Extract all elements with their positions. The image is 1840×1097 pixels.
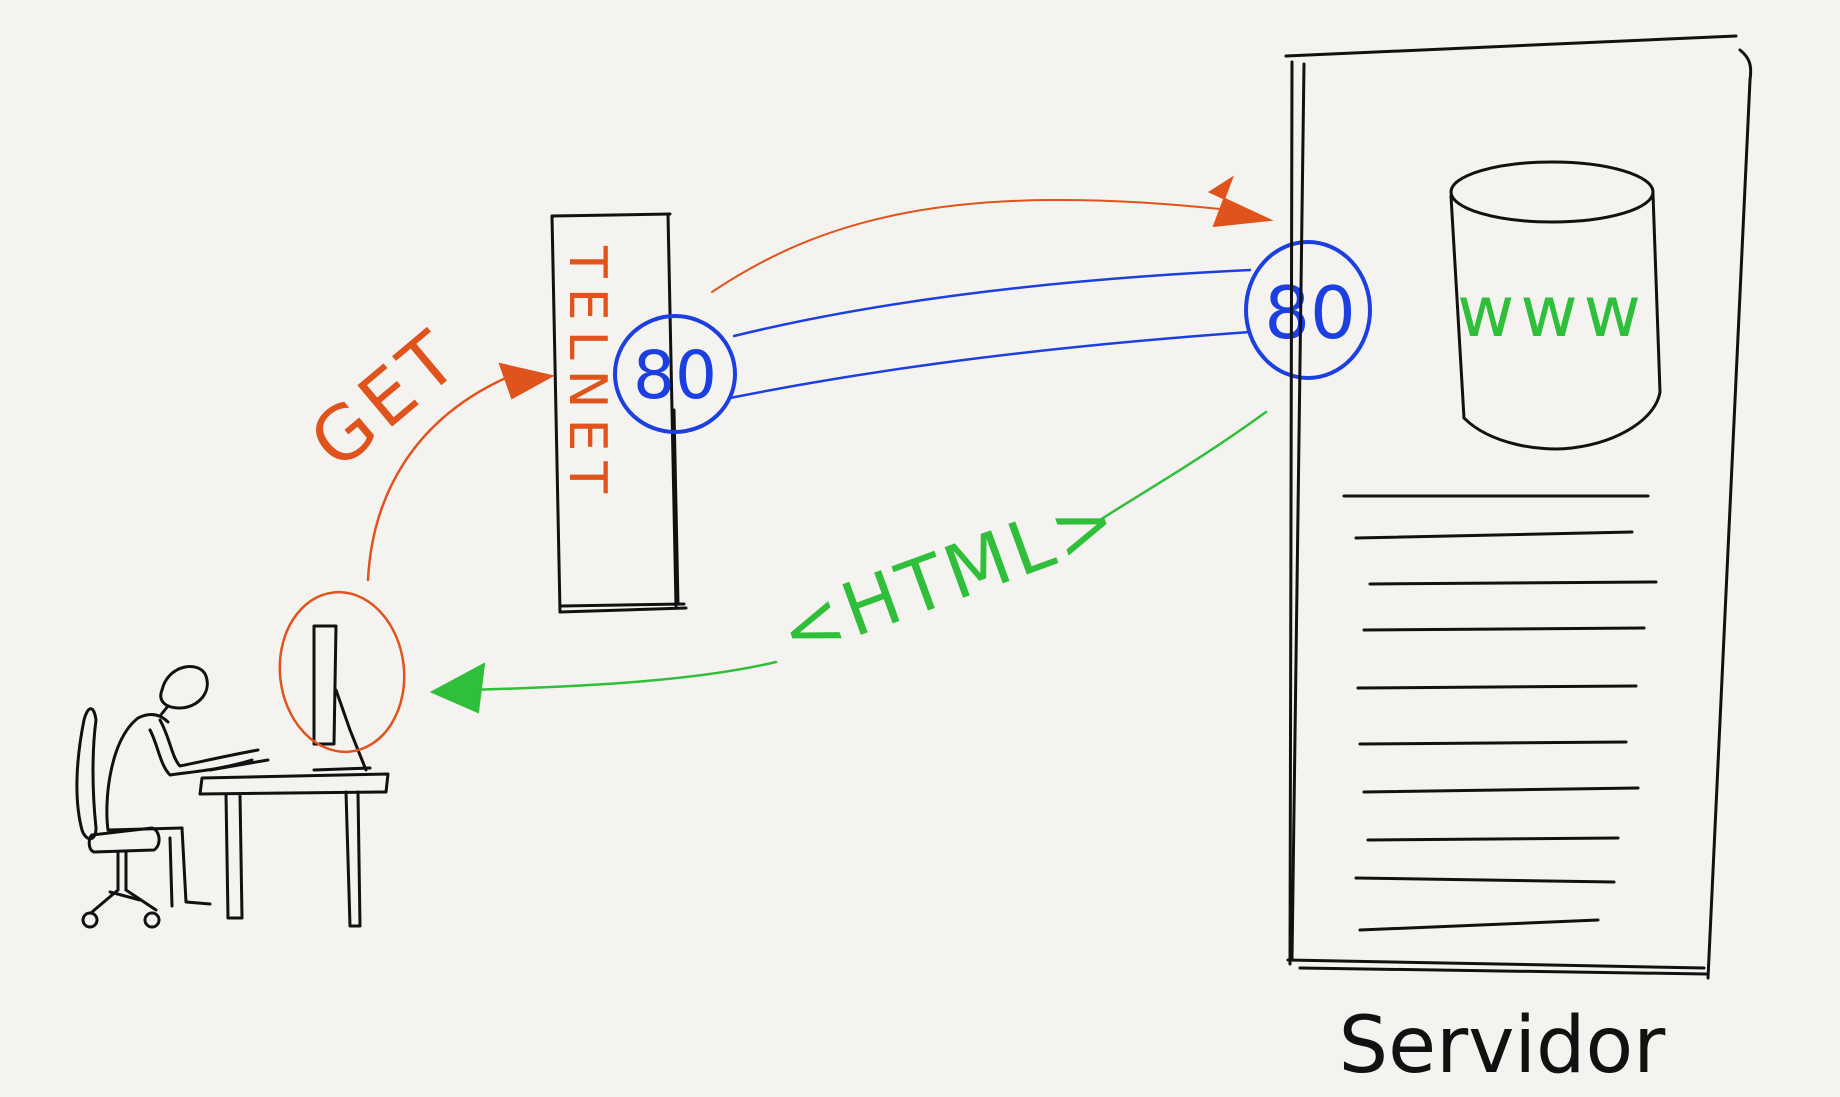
get-label: GET: [294, 312, 477, 485]
html-response-arrow-lower: [468, 660, 778, 692]
server-port-label: 80: [1264, 271, 1356, 355]
client-port-circle: [613, 314, 737, 434]
user-at-computer-figure: [75, 624, 390, 929]
connection-line-bottom: [728, 330, 1252, 400]
client-port-label: 80: [633, 337, 717, 414]
server-rack-lines: [1342, 494, 1658, 932]
request-forward-arrowhead: [1207, 175, 1274, 228]
html-response-arrowhead: [429, 662, 486, 714]
connection-line-top: [732, 268, 1252, 338]
request-forward-arrow: [711, 199, 1231, 293]
telnet-label: TELNET: [557, 245, 617, 503]
client-highlight-circle: [278, 590, 406, 754]
server-label: Servidor: [1339, 1001, 1667, 1091]
server-port-circle: [1244, 240, 1372, 380]
server-tower: [1284, 34, 1753, 980]
get-arrowhead: [498, 362, 555, 400]
telnet-box: [550, 212, 688, 614]
html-response-arrow-upper: [1098, 410, 1268, 522]
database-cylinder: [1449, 160, 1662, 451]
www-label: www: [1457, 271, 1647, 353]
get-request-arrow: [366, 374, 512, 582]
html-label: <HTML>: [769, 475, 1131, 677]
